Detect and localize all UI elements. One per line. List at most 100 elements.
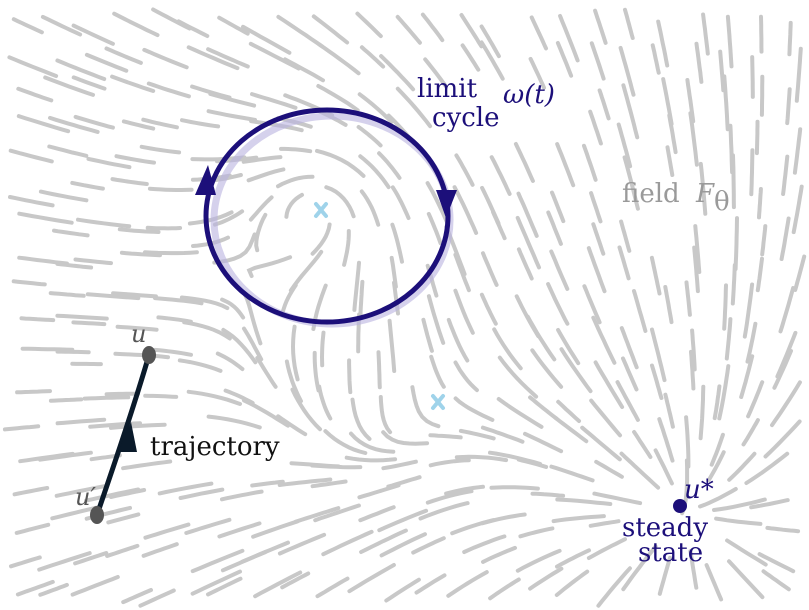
field-streak	[778, 286, 796, 334]
field-streak	[153, 347, 193, 357]
field-streak	[787, 20, 793, 57]
trajectory-arrow-icon	[118, 422, 137, 452]
field-streak	[513, 142, 535, 183]
field-streak	[55, 417, 107, 426]
field-streak	[387, 318, 397, 373]
field-streak	[206, 576, 243, 597]
field-streak	[582, 284, 602, 325]
field-streak	[253, 570, 303, 599]
field-streak	[143, 250, 199, 256]
field-streak	[324, 185, 356, 219]
field-streak	[754, 119, 760, 156]
field-streak	[593, 8, 608, 45]
field-streak	[17, 211, 74, 225]
field-streak	[50, 504, 102, 521]
field-streak	[115, 324, 159, 332]
field-streak	[16, 114, 71, 134]
field-streak	[446, 570, 489, 598]
field-streak	[731, 153, 736, 210]
field-streak	[395, 86, 433, 129]
field-streak	[113, 351, 170, 360]
field-streak	[663, 285, 674, 325]
field-streak	[656, 19, 670, 68]
field-streak	[772, 349, 793, 390]
field-streak	[312, 350, 321, 393]
field-streak	[580, 425, 622, 462]
field-streak	[516, 457, 549, 469]
field-streak	[619, 326, 639, 370]
field-streak	[315, 148, 366, 178]
field-streak	[717, 364, 731, 421]
field-streak	[549, 464, 595, 483]
limit-cycle-label-line1: limit	[417, 74, 478, 104]
field-streak	[616, 122, 633, 169]
omega-label: ω(t)	[503, 80, 555, 110]
field-streak	[497, 355, 539, 399]
field-streak	[55, 261, 94, 270]
field-streak	[559, 347, 593, 394]
field-streak	[55, 58, 107, 81]
field-streak	[121, 588, 153, 605]
field-streak	[649, 255, 662, 296]
field-streak	[479, 24, 501, 59]
field-streak	[530, 491, 566, 498]
field-streak	[632, 289, 648, 333]
field-streak	[379, 532, 427, 558]
field-streak	[632, 430, 653, 459]
field-streak	[556, 328, 581, 366]
field-streak	[591, 222, 606, 256]
field-streak	[280, 571, 311, 590]
field-streak	[359, 45, 386, 69]
field-streak	[395, 14, 422, 45]
field-streak	[622, 155, 640, 211]
field-streak	[342, 229, 351, 267]
field-streak	[52, 228, 90, 238]
field-streak	[462, 534, 507, 554]
field-streak	[452, 185, 479, 235]
limit-cycle-arrow-right-icon	[436, 190, 457, 218]
field-streak	[426, 211, 443, 246]
field-streak	[153, 296, 204, 306]
field-streak	[589, 191, 603, 224]
field-streak	[111, 291, 158, 299]
field-streak	[446, 317, 470, 363]
field-streak	[277, 477, 333, 487]
field-streak	[555, 142, 576, 188]
field-streak	[43, 75, 95, 97]
field-streak	[73, 551, 109, 566]
field-streak	[757, 187, 763, 220]
field-streak	[110, 74, 156, 93]
start-point-label: u′	[75, 483, 96, 511]
field-streak	[349, 431, 396, 454]
field-streak	[48, 291, 86, 298]
field-streak	[38, 450, 93, 462]
field-streak	[515, 215, 541, 270]
field-streak	[381, 430, 430, 446]
steady-state-symbol: u*	[684, 475, 714, 505]
field-streak	[12, 486, 50, 497]
field-streak	[381, 459, 418, 471]
field-streak	[20, 346, 75, 352]
limit-cycle-label-line2: cycle	[432, 103, 500, 133]
field-streak	[157, 481, 214, 496]
field-streak	[146, 81, 191, 99]
field-streak	[770, 380, 802, 428]
field-streak	[48, 115, 100, 134]
field-streak	[411, 536, 446, 555]
field-streak	[121, 459, 173, 471]
field-streak	[250, 92, 298, 110]
field-streak	[358, 154, 391, 190]
field-streak	[217, 521, 262, 539]
field-streak	[746, 380, 765, 419]
field-streak	[459, 13, 484, 49]
field-streak	[781, 154, 790, 196]
field-streak	[617, 245, 631, 281]
field-streak	[147, 186, 194, 192]
field-streak	[242, 326, 264, 362]
field-streak	[2, 424, 41, 432]
field-streak	[426, 294, 446, 345]
field-streak	[665, 145, 675, 177]
field-streak	[208, 92, 257, 108]
field-streak	[106, 512, 141, 525]
trajectory-path	[94, 352, 152, 518]
